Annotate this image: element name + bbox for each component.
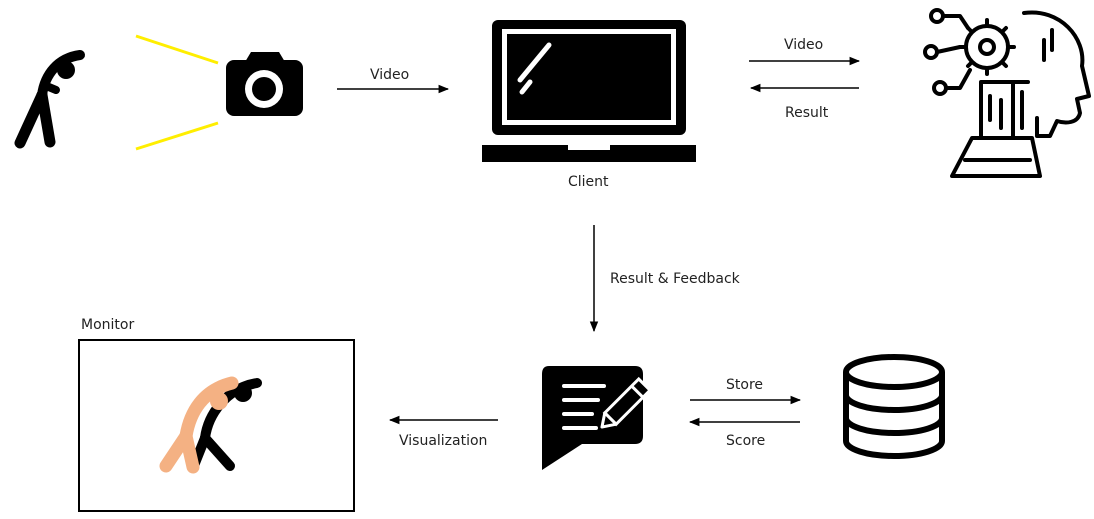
stretching-person-icon [14, 50, 85, 149]
video-label-left: Video [370, 67, 410, 83]
client-label: Client [568, 174, 609, 190]
camera-view-rays [135, 34, 219, 151]
camera-icon [226, 52, 303, 116]
overlay-figures-icon [159, 376, 262, 474]
result-feedback-label: Result & Feedback [610, 271, 740, 287]
feedback-note-icon [542, 366, 653, 470]
visualization-label: Visualization [399, 433, 488, 449]
ai-head-icon [923, 8, 1091, 178]
monitor-label: Monitor [81, 317, 135, 333]
laptop-icon [482, 20, 696, 162]
database-icon [843, 354, 945, 459]
result-label: Result [785, 105, 829, 121]
store-label: Store [726, 377, 764, 393]
score-label: Score [726, 433, 766, 449]
video-label-right: Video [784, 37, 824, 53]
monitor-screen [78, 339, 355, 512]
